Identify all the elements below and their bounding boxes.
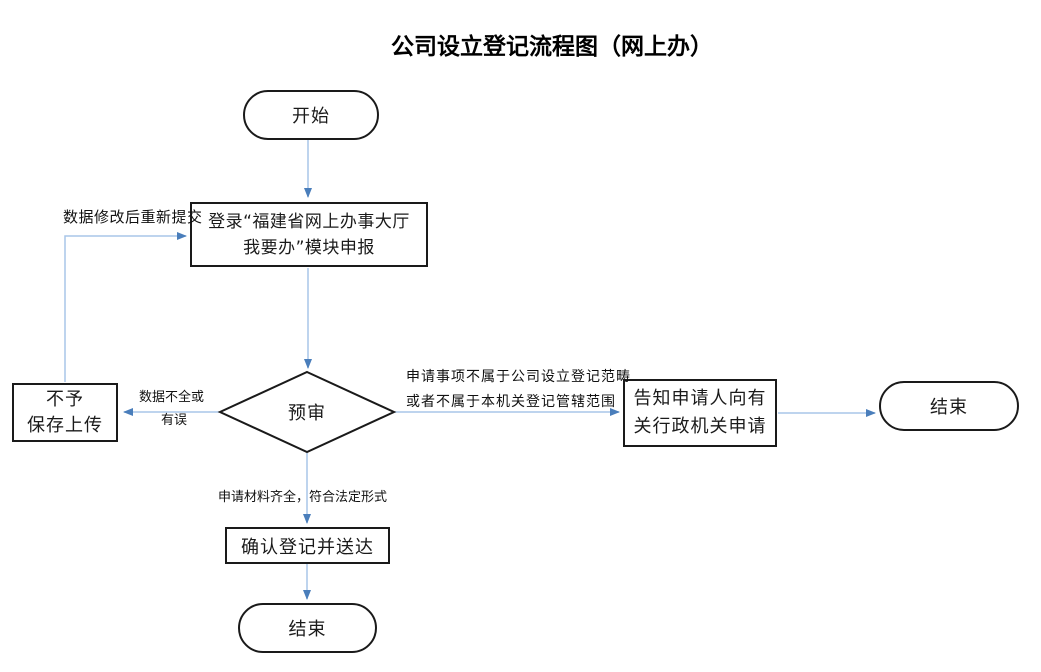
node-start: 开始 bbox=[243, 90, 379, 140]
edge-label-complete: 申请材料齐全，符合法定形式 bbox=[218, 490, 388, 505]
edge-label-incomplete-line1: 数据不全或 bbox=[139, 390, 205, 405]
node-reject-line2: 保存上传 bbox=[27, 414, 103, 436]
node-end-bottom-label: 结束 bbox=[288, 619, 327, 640]
node-login: 登录“福建省网上办事大厅 我要办”模块申报 bbox=[190, 202, 428, 267]
node-end-bottom: 结束 bbox=[238, 603, 377, 653]
node-inform-line2: 关行政机关申请 bbox=[633, 416, 767, 437]
connector-reject-to-login bbox=[64, 232, 187, 382]
edge-label-resubmit: 数据修改后重新提交 bbox=[63, 208, 203, 226]
edge-label-scope-line1: 申请事项不属于公司设立登记范畴 bbox=[406, 369, 631, 385]
node-login-line1: 登录“福建省网上办事大厅 bbox=[208, 211, 410, 232]
node-reject: 不予 保存上传 bbox=[12, 383, 118, 442]
node-review-label: 预审 bbox=[288, 403, 326, 424]
node-login-line2: 我要办”模块申报 bbox=[243, 237, 375, 258]
edge-label-incomplete-line2: 有误 bbox=[161, 413, 188, 428]
node-confirm: 确认登记并送达 bbox=[225, 527, 390, 564]
node-end-right: 结束 bbox=[879, 381, 1019, 431]
node-inform-line1: 告知申请人向有 bbox=[633, 388, 767, 409]
node-review: 预审 bbox=[257, 400, 357, 424]
page-title: 公司设立登记流程图（网上办） bbox=[391, 34, 713, 60]
node-end-right-label: 结束 bbox=[930, 397, 968, 418]
node-confirm-label: 确认登记并送达 bbox=[241, 536, 374, 558]
review-diamond-shape bbox=[217, 370, 397, 454]
node-inform: 告知申请人向有 关行政机关申请 bbox=[623, 379, 777, 447]
node-start-label: 开始 bbox=[292, 106, 330, 127]
node-reject-line1: 不予 bbox=[46, 388, 84, 410]
edge-label-scope-line2: 或者不属于本机关登记管辖范围 bbox=[406, 394, 616, 410]
